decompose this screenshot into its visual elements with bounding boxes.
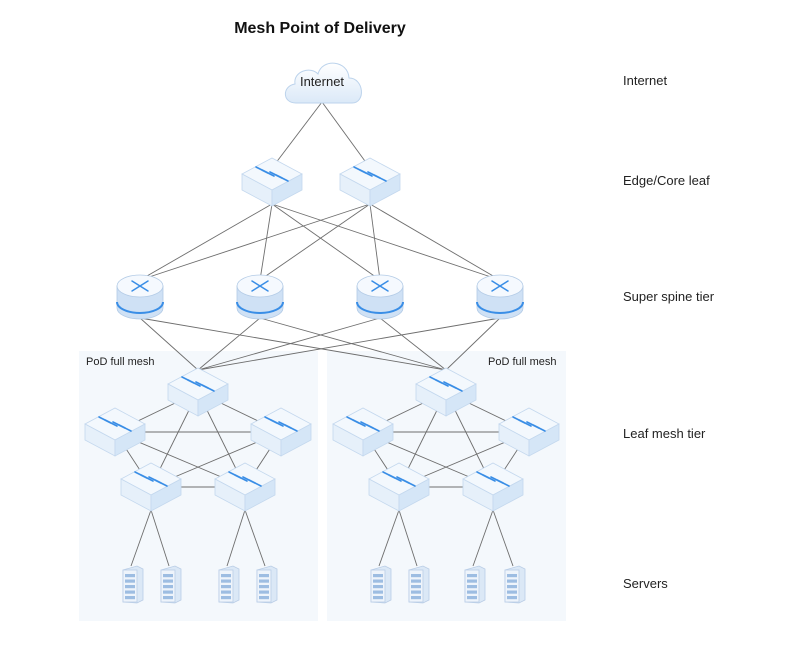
pod-label-left: PoD full mesh [86,356,155,368]
switch-icon [332,407,394,457]
tier-label-leaf: Leaf mesh tier [623,426,706,441]
link [369,203,501,281]
router-icon [476,274,524,320]
link [226,509,246,567]
switch-icon [167,367,229,417]
link [369,203,381,281]
link [379,317,447,371]
pod-label-right: PoD full mesh [488,356,557,368]
link [139,203,371,281]
server-icon [464,565,486,604]
switch-icon [498,407,560,457]
switch-icon [415,367,477,417]
link [130,509,152,567]
server-icon [370,565,392,604]
server-icon [218,565,240,604]
link [492,509,514,567]
link [259,203,371,281]
link [197,317,501,371]
tier-label-internet: Internet [623,73,668,88]
router-icon [356,274,404,320]
link [378,509,400,567]
switch-icon [241,157,303,207]
tier-label-spine: Super spine tier [623,289,715,304]
link [271,203,501,281]
link [197,317,381,371]
tier-label-edge: Edge/Core leaf [623,173,710,188]
link [271,101,323,169]
server-icon [160,565,182,604]
router-icon [236,274,284,320]
server-icon [504,565,526,604]
link [139,317,199,371]
link [244,509,266,567]
switch-icon [84,407,146,457]
switch-icon [339,157,401,207]
link [271,203,381,281]
link [139,317,447,371]
cloud-icon [284,62,362,104]
router-icon [116,274,164,320]
switch-icon [250,407,312,457]
link [445,317,501,371]
server-icon [256,565,278,604]
switch-icon [462,462,524,512]
link [472,509,494,567]
diagram-title: Mesh Point of Delivery [234,20,406,37]
link [139,203,273,281]
link [150,509,170,567]
tier-label-servers: Servers [623,576,668,591]
link [398,509,418,567]
link [259,317,447,371]
server-icon [122,565,144,604]
switch-icon [214,462,276,512]
server-icon [408,565,430,604]
switch-icon [120,462,182,512]
link [197,317,261,371]
switch-icon [368,462,430,512]
link [259,203,273,281]
cloud-label: Internet [299,74,345,89]
link [321,101,371,169]
